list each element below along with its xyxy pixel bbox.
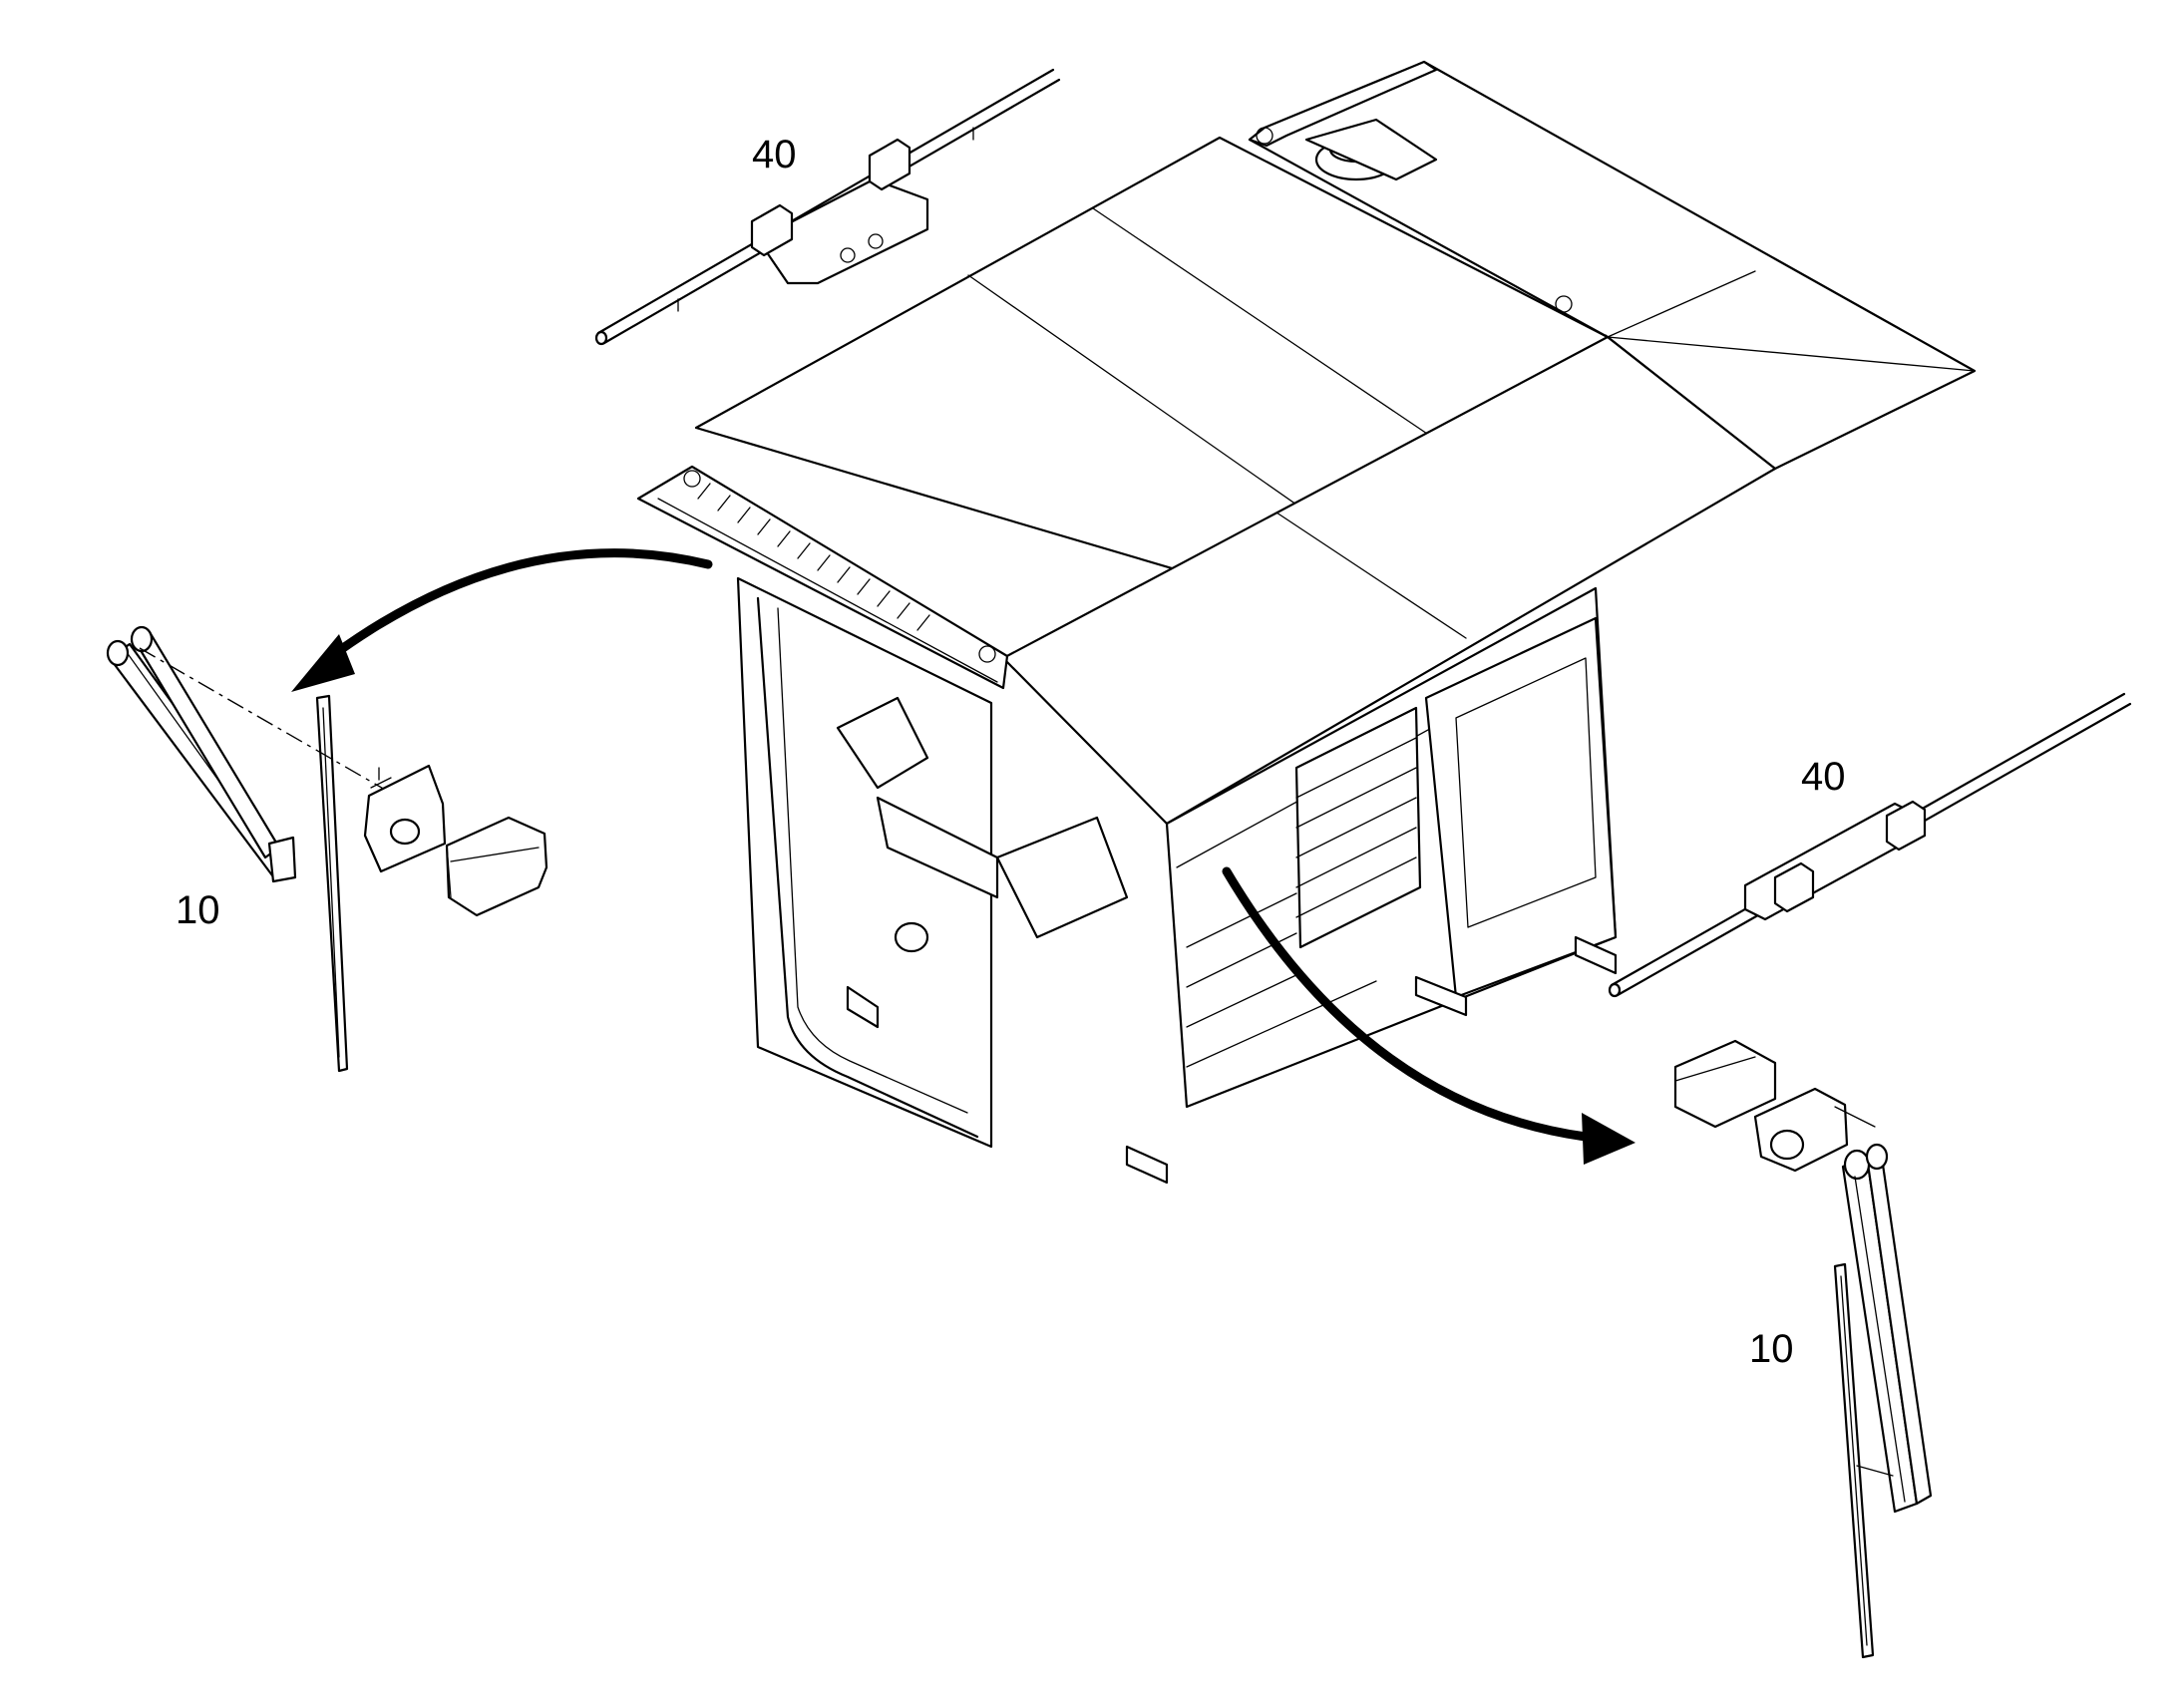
side-door (1424, 616, 1618, 999)
windshield-frame (736, 576, 993, 1149)
wiper-blade-icon (315, 694, 349, 1073)
grab-handle-icon (594, 68, 1061, 346)
wiper-arm-icon (1841, 1143, 1933, 1514)
callout-wiper-right: 10 (1749, 1327, 1794, 1371)
cab-assembly-icon (636, 60, 1977, 1185)
front-rail (636, 465, 1009, 690)
removal-arrow-icon (291, 548, 713, 692)
motor-cover-icon (445, 816, 548, 917)
wiper-blade-icon (1833, 1262, 1894, 1659)
callout-wiper-left: 10 (176, 888, 220, 932)
alignment-line (139, 647, 400, 799)
wiper-arm-icon (106, 625, 297, 883)
callout-grab-handle-right: 40 (1801, 755, 1846, 799)
wiper-motor-icon (363, 764, 447, 873)
grab-handle-icon (1608, 692, 2132, 998)
wiper-blade (315, 694, 349, 1073)
motor-cover-icon (1673, 1039, 1777, 1129)
wiper-motor-icon (1753, 1087, 1876, 1173)
callout-grab-handle-upper: 40 (752, 133, 797, 176)
removal-arrow-icon (1222, 866, 1635, 1165)
